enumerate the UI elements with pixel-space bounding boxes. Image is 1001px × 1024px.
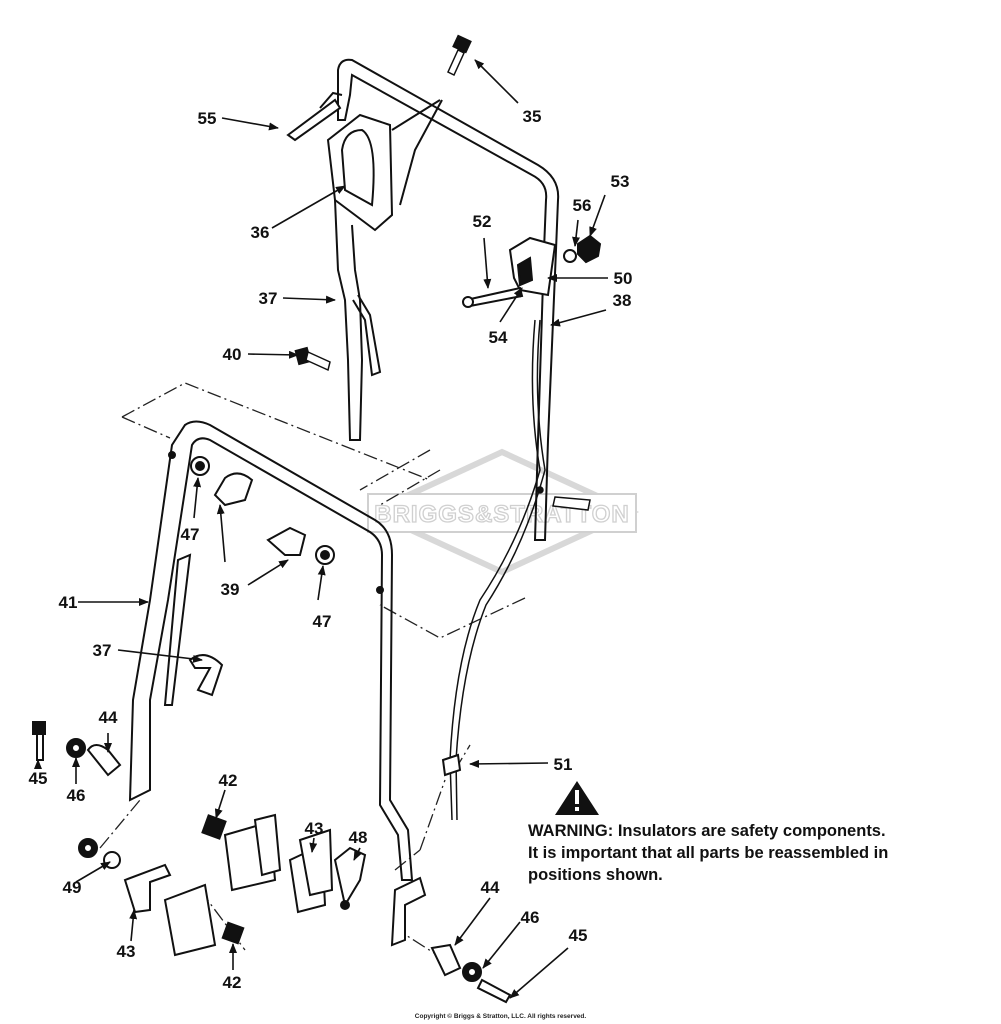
callout-39: 39 [221,580,240,599]
callout-53: 53 [611,172,630,191]
copyright-notice: Copyright © Briggs & Stratton, LLC. All … [414,1013,587,1020]
callout-37-lower: 37 [93,641,112,660]
control-cable [449,319,546,821]
callout-labels: 55 35 36 37 40 52 56 53 50 38 54 47 39 4… [29,107,633,992]
warning-triangle-icon [555,781,599,815]
callout-54: 54 [489,328,508,347]
callout-43-left: 43 [117,942,136,961]
insulator-block-parts [78,753,512,1004]
warning-text: WARNING: Insulators are safety component… [528,820,998,886]
callout-50: 50 [614,269,633,288]
watermark-text: BRIGGS&STRATTON [374,501,629,528]
watermark-logo: BRIGGS&STRATTON [364,448,640,576]
callout-44-right: 44 [481,878,500,897]
bolt-part-35 [447,34,472,77]
callout-51: 51 [554,755,573,774]
callout-leaders [34,59,608,999]
control-bracket-part-50 [462,234,602,308]
callout-49: 49 [63,878,82,897]
callout-48: 48 [349,828,368,847]
lower-handle [128,420,414,881]
insulator-parts [188,456,335,697]
callout-38: 38 [613,291,632,310]
warning-line-2: It is important that all parts be reasse… [528,844,889,862]
callout-46-right: 46 [521,908,540,927]
callout-46-left: 46 [67,786,86,805]
upper-handle [286,58,560,541]
callout-47-right: 47 [313,612,332,631]
callout-42-bottom: 42 [223,973,242,992]
callout-47-left: 47 [181,525,200,544]
callout-56: 56 [573,196,592,215]
callout-44-left: 44 [99,708,118,727]
callout-52: 52 [473,212,492,231]
hardware-left [32,721,122,777]
callout-37-upper: 37 [259,289,278,308]
callout-43-right: 43 [305,819,324,838]
bolt-part-40 [294,346,331,372]
callout-40: 40 [223,345,242,364]
callout-45-right: 45 [569,926,588,945]
warning-line-1: WARNING: Insulators are safety component… [528,822,886,840]
warning-line-3: positions shown. [528,866,663,884]
callout-45-left: 45 [29,769,48,788]
callout-42-top: 42 [219,771,238,790]
callout-36: 36 [251,223,270,242]
callout-35: 35 [523,107,542,126]
callout-55: 55 [198,109,217,128]
callout-41: 41 [59,593,78,612]
